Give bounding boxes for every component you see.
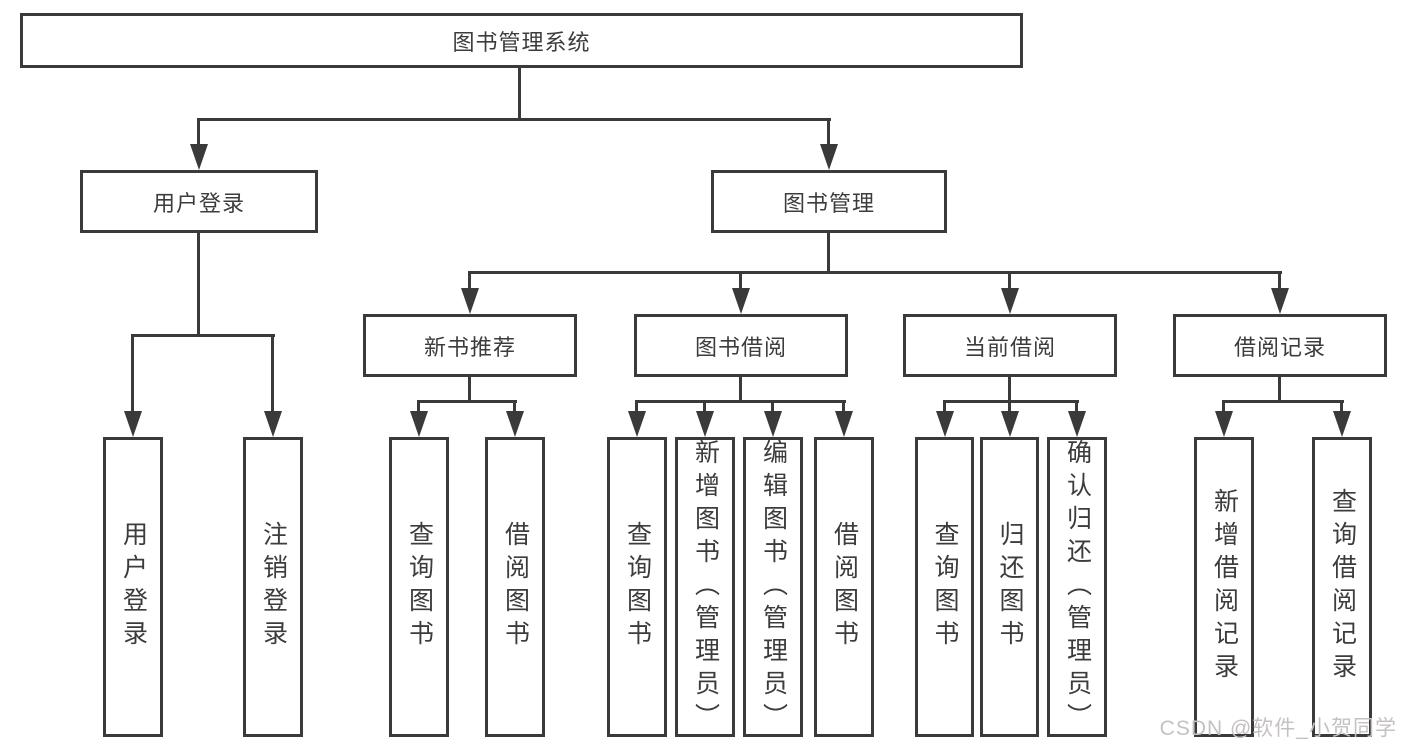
connector-arrow-cb-query (936, 411, 954, 437)
connector-arrow-book-management (820, 144, 838, 170)
leaf-bb-add-books-admin-label: 新增图书（管理员） (691, 438, 720, 736)
leaf-nb-query-books: 查询图书 (389, 437, 449, 737)
connector-drop-book-management (827, 118, 830, 148)
connector-arrow-bb-query (628, 411, 646, 437)
node-borrowing-records-label: 借阅记录 (1233, 334, 1326, 360)
connector-drop-cb-return (1008, 400, 1011, 414)
leaf-br-query-record-label: 查询借阅记录 (1328, 488, 1357, 686)
connector-user-login-trunk (197, 231, 200, 337)
connector-drop-leaf-user-login (131, 334, 134, 414)
node-new-book-recommend-label: 新书推荐 (423, 334, 516, 360)
connector-arrow-nb-query (410, 411, 428, 437)
connector-arrow-current-borrow (1001, 288, 1019, 314)
connector-drop-bb-add (703, 400, 706, 414)
connector-arrow-user-login (190, 144, 208, 170)
connector-arrow-br-add (1215, 411, 1233, 437)
connector-new-book-trunk (468, 375, 471, 403)
connector-borrow-records-trunk (1278, 375, 1281, 403)
connector-drop-bb-query (635, 400, 638, 414)
leaf-logout-login: 注销登录 (243, 437, 303, 737)
connector-arrow-bb-edit (764, 411, 782, 437)
connector-book-borrow-rail (635, 400, 846, 403)
node-book-management: 图书管理 (711, 170, 947, 233)
connector-drop-bb-edit (771, 400, 774, 414)
leaf-cb-query-books: 查询图书 (915, 437, 974, 737)
csdn-watermark: CSDN @软件_小贺同学 (1159, 717, 1397, 740)
connector-level2-rail (197, 118, 831, 121)
node-current-borrowing: 当前借阅 (903, 314, 1117, 377)
connector-arrow-borrow-records (1271, 288, 1289, 314)
leaf-cb-confirm-return-admin-label: 确认归还（管理员） (1063, 438, 1092, 736)
leaf-user-login: 用户登录 (103, 437, 163, 737)
connector-drop-book-borrow (739, 271, 742, 291)
connector-arrow-leaf-logout (264, 411, 282, 437)
leaf-nb-query-books-label: 查询图书 (405, 521, 434, 653)
node-new-book-recommend: 新书推荐 (363, 314, 577, 377)
connector-borrow-records-rail (1222, 400, 1344, 403)
node-borrowing-records: 借阅记录 (1173, 314, 1387, 377)
node-current-borrowing-label: 当前借阅 (963, 334, 1056, 360)
connector-book-borrow-trunk (739, 375, 742, 403)
connector-drop-new-book (468, 271, 471, 291)
connector-root-trunk (518, 66, 521, 120)
leaf-cb-return-books-label: 归还图书 (996, 521, 1024, 653)
connector-new-book-rail (417, 400, 517, 403)
leaf-br-add-record-label: 新增借阅记录 (1210, 488, 1239, 686)
leaf-nb-borrow-books-label: 借阅图书 (501, 521, 530, 653)
node-user-login-label: 用户登录 (152, 190, 245, 216)
leaf-bb-query-books: 查询图书 (607, 437, 667, 737)
connector-arrow-br-query (1333, 411, 1351, 437)
connector-drop-br-add (1222, 400, 1225, 414)
node-book-borrowing: 图书借阅 (634, 314, 848, 377)
leaf-cb-confirm-return-admin: 确认归还（管理员） (1047, 437, 1107, 737)
connector-drop-bb-borrow (842, 400, 845, 414)
connector-arrow-bb-add (696, 411, 714, 437)
connector-user-login-rail (131, 334, 275, 337)
connector-arrow-cb-confirm (1068, 411, 1086, 437)
connector-drop-borrow-records (1278, 271, 1281, 291)
connector-current-borrow-rail (943, 400, 1079, 403)
connector-drop-cb-query (943, 400, 946, 414)
leaf-bb-query-books-label: 查询图书 (623, 521, 652, 653)
connector-level3-rail (468, 271, 1282, 274)
node-root-label: 图书管理系统 (452, 29, 591, 55)
connector-arrow-book-borrow (732, 288, 750, 314)
node-book-management-label: 图书管理 (782, 190, 875, 216)
node-book-borrowing-label: 图书借阅 (694, 334, 787, 360)
connector-drop-current-borrow (1008, 271, 1011, 291)
connector-current-borrow-trunk (1008, 375, 1011, 403)
connector-drop-user-login (197, 118, 200, 148)
leaf-nb-borrow-books: 借阅图书 (485, 437, 545, 737)
leaf-br-add-record: 新增借阅记录 (1194, 437, 1254, 737)
connector-drop-br-query (1340, 400, 1343, 414)
connector-arrow-bb-borrow (835, 411, 853, 437)
leaf-logout-login-label: 注销登录 (259, 521, 288, 653)
leaf-br-query-record: 查询借阅记录 (1312, 437, 1372, 737)
leaf-bb-borrow-books: 借阅图书 (814, 437, 874, 737)
connector-drop-cb-confirm (1075, 400, 1078, 414)
leaf-bb-edit-books-admin: 编辑图书（管理员） (743, 437, 803, 737)
leaf-bb-add-books-admin: 新增图书（管理员） (675, 437, 735, 737)
connector-arrow-nb-borrow (506, 411, 524, 437)
connector-arrow-new-book (461, 288, 479, 314)
connector-drop-nb-query (417, 400, 420, 414)
leaf-bb-borrow-books-label: 借阅图书 (830, 521, 859, 653)
node-root: 图书管理系统 (20, 13, 1023, 68)
leaf-cb-return-books: 归还图书 (980, 437, 1039, 737)
connector-arrow-cb-return (1001, 411, 1019, 437)
leaf-user-login-label: 用户登录 (119, 521, 148, 653)
node-user-login: 用户登录 (80, 170, 318, 233)
connector-drop-nb-borrow (513, 400, 516, 414)
connector-drop-leaf-logout (271, 334, 274, 414)
connector-book-management-trunk (827, 231, 830, 274)
leaf-cb-query-books-label: 查询图书 (931, 521, 959, 653)
connector-arrow-leaf-user-login (124, 411, 142, 437)
leaf-bb-edit-books-admin-label: 编辑图书（管理员） (759, 438, 788, 736)
